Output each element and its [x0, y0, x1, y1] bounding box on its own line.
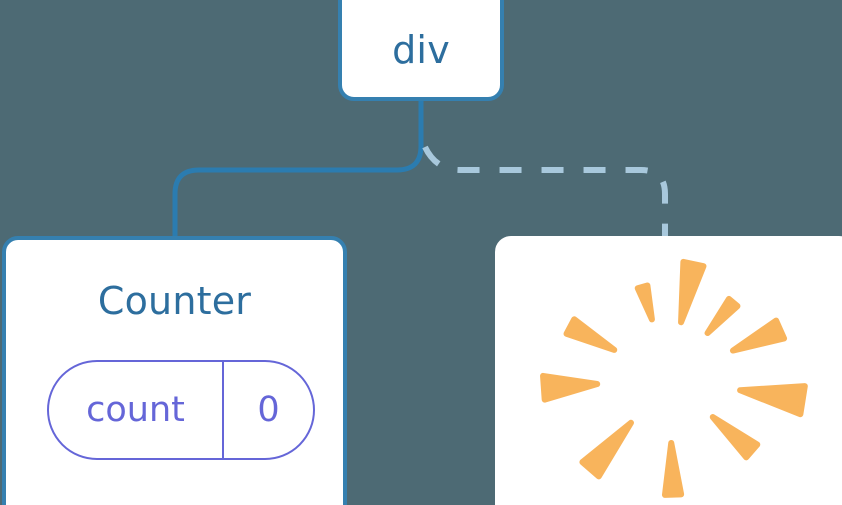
burst-ray-4: [563, 316, 618, 353]
edge-div-to-spark: [422, 145, 668, 240]
burst-ray-10: [634, 282, 655, 323]
edge-div-to-counter: [172, 98, 424, 243]
burst-ray-1: [678, 258, 707, 326]
node-div-title: div: [392, 27, 450, 72]
node-counter-title: Counter: [97, 279, 252, 323]
state-pill-count[interactable]: count 0: [47, 360, 315, 460]
state-pill-key-label: count: [86, 389, 185, 430]
burst-ray-9: [661, 439, 685, 498]
burst-ray-7: [709, 414, 761, 461]
state-pill-key: count: [49, 362, 224, 458]
burst-ray-5: [540, 372, 601, 403]
node-spark[interactable]: [495, 236, 842, 505]
node-div[interactable]: div: [338, 0, 504, 101]
state-pill-value: 0: [224, 362, 313, 458]
burst-ray-2: [704, 295, 741, 337]
burst-ray-8: [579, 419, 634, 480]
state-pill-value-label: 0: [257, 389, 280, 430]
burst-ray-3: [729, 317, 788, 354]
burst-ray-6: [737, 383, 808, 418]
node-counter[interactable]: Counter count 0: [2, 236, 347, 505]
burst-icon: [540, 258, 808, 498]
